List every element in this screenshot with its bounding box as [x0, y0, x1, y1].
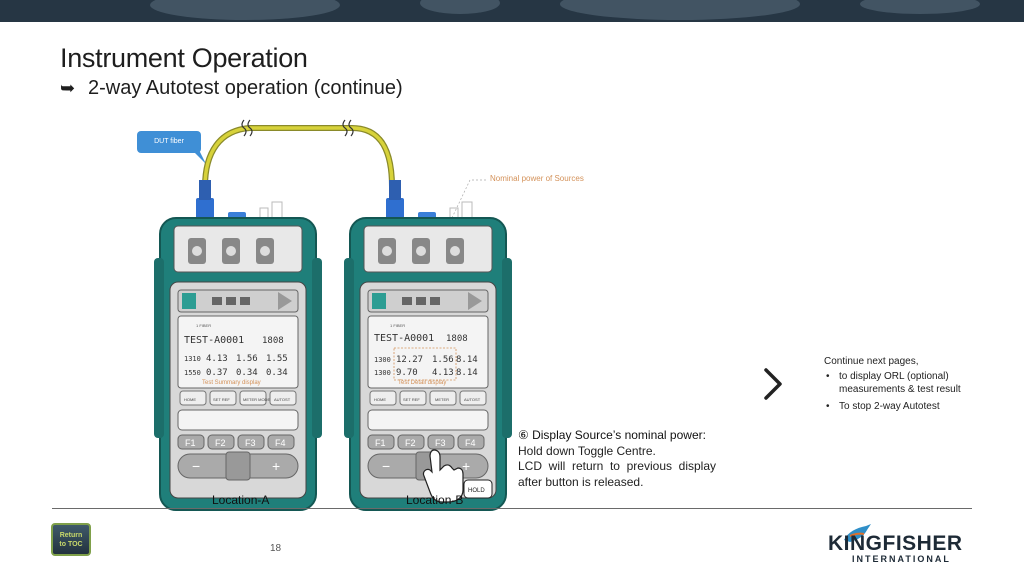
break-mark-left [241, 119, 253, 137]
device-a-fiber-label: 1 FIBER [196, 323, 211, 328]
device-a-row2-v2: 0.34 [236, 368, 258, 378]
device-b-plus: + [462, 458, 470, 474]
device-a-btn-setref: SET REF [213, 397, 230, 402]
toc-line-1: Return [59, 532, 83, 539]
device-a-row1-v2: 1.56 [236, 354, 258, 364]
continue-item-stop: To stop 2-way Autotest [824, 400, 966, 413]
subtitle-text: 2-way Autotest operation (continue) [88, 77, 403, 99]
instructions-title: ⑥ Display Source’s nominal power: [518, 428, 706, 442]
device-b-f2: F2 [405, 438, 416, 448]
nominal-power-label: Nominal power of Sources [490, 174, 584, 183]
device-a-row1-v1: 4.13 [206, 354, 228, 364]
header-banner [0, 0, 1024, 22]
dut-fiber-cable [202, 125, 395, 188]
device-b-btn-setref: SET REF [403, 397, 420, 402]
device-a-f2: F2 [215, 438, 226, 448]
device-b-row2-v2: 4.13 [432, 368, 454, 378]
device-location-a: TEST-A0001 1808 1 FIBER 1310 4.13 1.56 1… [154, 180, 322, 511]
dut-fiber-callout: DUT fiber [137, 131, 201, 153]
device-b-row1-v3: 8.14 [456, 355, 478, 365]
device-a-f1: F1 [185, 438, 196, 448]
kingfisher-bird-icon [844, 524, 871, 542]
device-b-row2-wl: 1300 [374, 369, 391, 377]
arrow-icon: ➥ [60, 78, 76, 98]
device-a-f4: F4 [275, 438, 286, 448]
device-b-row1-v2: 1.56 [432, 355, 454, 365]
slide-subtitle: ➥ 2-way Autotest operation (continue) [60, 77, 403, 100]
instrument-diagram: TEST-A0001 1808 1 FIBER 1310 4.13 1.56 1… [154, 119, 512, 511]
page-number: 18 [270, 543, 282, 554]
device-a-btn-autost: AUTOST [274, 397, 291, 402]
device-b-row1-wl: 1300 [374, 356, 391, 364]
slide-title: Instrument Operation [60, 43, 308, 73]
continue-notes: Continue next pages, to display ORL (opt… [824, 356, 966, 416]
device-b-f3: F3 [435, 438, 446, 448]
device-b-test-id: TEST-A0001 [374, 333, 434, 344]
callout-pointer [192, 150, 206, 164]
device-a-btn-meter: METER MODE [243, 397, 270, 402]
device-b-btn-home: HOME [374, 397, 386, 402]
device-a-row2-v1: 0.37 [206, 368, 228, 378]
device-b-btn-autost: AUTOST [464, 397, 481, 402]
break-mark-right [342, 119, 354, 137]
device-a-btn-home: HOME [184, 397, 196, 402]
device-b-minus: − [382, 458, 390, 474]
device-a-count: 1808 [262, 336, 284, 346]
device-b-row2-v3: 8.14 [456, 368, 478, 378]
device-b-fiber-label: 1 FIBER [390, 323, 405, 328]
toc-line-2: to TOC [59, 541, 83, 548]
dut-fiber-label: DUT fiber [154, 138, 184, 145]
device-a-f3: F3 [245, 438, 256, 448]
continue-item-orl: to display ORL (optional) measurements &… [824, 370, 966, 396]
hand-pointer-icon [422, 449, 464, 503]
device-b-row2-v1: 9.70 [396, 368, 418, 378]
device-location-b: TEST-A0001 1808 1 FIBER 1300 12.27 1.56 … [344, 180, 512, 511]
device-b-row1-v1: 12.27 [396, 355, 423, 365]
hold-label: HOLD [468, 488, 485, 494]
footer-divider [52, 508, 972, 509]
location-a-label: Location-A [212, 493, 270, 507]
device-b-btn-meter: METER [435, 397, 449, 402]
instructions-block: ⑥ Display Source’s nominal power: Hold d… [518, 428, 716, 490]
device-b-f1: F1 [375, 438, 386, 448]
device-a-plus: + [272, 458, 280, 474]
nominal-leader [449, 179, 486, 223]
device-a-row1-wl: 1310 [184, 355, 201, 363]
return-to-toc-button[interactable]: Return to TOC [51, 523, 91, 556]
instructions-line-1: Hold down Toggle Centre. [518, 443, 656, 458]
device-a-row2-wl: 1550 [184, 369, 201, 377]
device-a-row1-v3: 1.55 [266, 354, 288, 364]
logo-brand: KINGFISHER [828, 532, 963, 555]
device-b-count: 1808 [446, 334, 468, 344]
device-a-row2-v3: 0.34 [266, 368, 288, 378]
device-b-display-label: Test Detail display [398, 380, 446, 386]
continue-title: Continue next pages, [824, 356, 919, 367]
location-b-label: Location-B [406, 493, 464, 507]
logo-sub: INTERNATIONAL [852, 554, 951, 564]
connector-a-1-boot [199, 180, 211, 200]
device-a-test-id: TEST-A0001 [184, 335, 244, 346]
device-b-f4: F4 [465, 438, 476, 448]
instructions-line-2: LCD will return to previous display afte… [518, 459, 716, 489]
chevron-right-icon[interactable] [762, 366, 784, 402]
kingfisher-logo: KINGFISHER INTERNATIONAL [828, 522, 974, 564]
device-a-minus: − [192, 458, 200, 474]
device-a-display-label: Test Summary display [202, 380, 261, 386]
